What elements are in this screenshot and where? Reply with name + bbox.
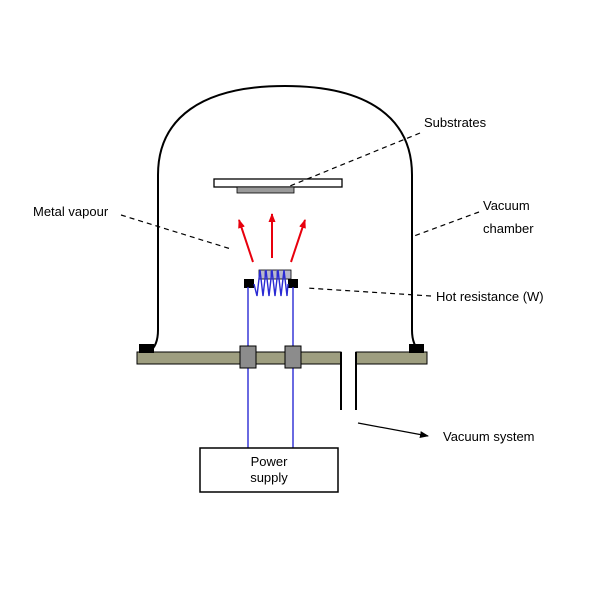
source-material-block	[258, 269, 292, 280]
vapour-arrow-left	[238, 219, 254, 263]
base-plate-foot-right	[409, 344, 424, 353]
vacuum-system-label: Vacuum system	[443, 429, 535, 444]
leader-metal-vapour	[120, 214, 232, 250]
substrates-label: Substrates	[424, 115, 487, 130]
metal-vapour-label: Metal vapour	[33, 204, 109, 219]
leader-hot-resistance	[305, 287, 432, 297]
substrate-sample	[236, 186, 295, 194]
filament-coil	[253, 269, 289, 297]
feedthrough-right	[284, 345, 302, 369]
power-supply-box	[199, 447, 339, 493]
base-plate-left	[136, 351, 342, 365]
base-plate-right	[355, 351, 428, 365]
vapour-arrow-right	[290, 219, 306, 263]
vacuum-chamber-label: Vacuum chamber	[483, 198, 534, 237]
filament-terminal-right	[288, 279, 298, 288]
leader-vacuum-chamber	[413, 211, 480, 237]
hot-resistance-label: Hot resistance (W)	[436, 289, 544, 304]
vacuum-system-arrow	[357, 422, 429, 438]
substrate-holder-plate	[213, 178, 343, 188]
feedthrough-left	[239, 345, 257, 369]
vacuum-chamber-outline	[148, 84, 422, 353]
filament-terminal-left	[244, 279, 254, 288]
base-plate-foot-left	[139, 344, 154, 353]
leader-substrates	[289, 132, 421, 187]
power-supply-label: Power supply	[250, 453, 288, 485]
